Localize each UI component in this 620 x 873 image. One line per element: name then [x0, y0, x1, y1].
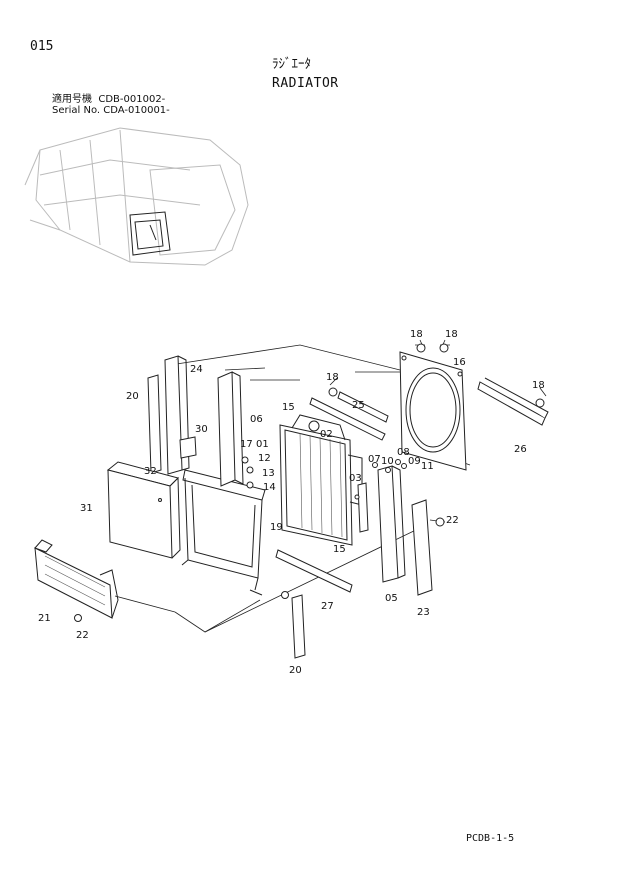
stay-06	[217, 371, 244, 487]
cover-05	[377, 465, 406, 583]
callout-27: 27	[321, 601, 334, 612]
fan-shroud	[399, 351, 467, 471]
seal-strip-25	[309, 391, 389, 441]
callout-32: 32	[144, 466, 157, 477]
callout-18: 18	[445, 329, 458, 340]
callout-10: 10	[381, 456, 394, 467]
callout-16: 16	[453, 357, 466, 368]
cover-23	[411, 499, 433, 596]
callout-15: 15	[282, 402, 295, 413]
plate-20-upper	[147, 374, 162, 474]
machine-overview-sketch	[24, 127, 249, 266]
callout-23: 23	[417, 607, 430, 618]
callout-labels: 18 18 16 18 18 24 20 25 15 06 30 01 02 1…	[38, 329, 545, 676]
callout-12: 12	[258, 453, 271, 464]
callout-25: 25	[352, 400, 365, 411]
callout-20: 20	[126, 391, 139, 402]
callout-18: 18	[532, 380, 545, 391]
serial-number-line: Serial No. CDA-010001-	[52, 105, 170, 116]
panel-31	[106, 461, 181, 559]
callout-21: 21	[38, 613, 51, 624]
stay-24	[164, 355, 190, 475]
plate-03	[357, 482, 369, 533]
callout-03: 03	[349, 473, 362, 484]
callout-15: 15	[333, 544, 346, 555]
callout-24: 24	[190, 364, 203, 375]
title-english: RADIATOR	[272, 76, 339, 91]
callout-17: 17	[240, 439, 253, 450]
radiator-core	[279, 414, 363, 546]
part-30	[179, 436, 197, 459]
callout-01: 01	[256, 439, 269, 450]
callout-26: 26	[514, 444, 527, 455]
callout-18: 18	[326, 372, 339, 383]
frame-19	[181, 469, 266, 596]
bracket-26	[477, 377, 549, 426]
callout-13: 13	[262, 468, 275, 479]
callout-07: 07	[368, 454, 381, 465]
radiator-location-highlight	[129, 211, 171, 256]
callout-09: 09	[408, 456, 421, 467]
callout-19: 19	[270, 522, 283, 533]
callout-08: 08	[397, 447, 410, 458]
callout-30: 30	[195, 424, 208, 435]
bolt-hardware	[74, 343, 545, 622]
callout-22: 22	[76, 630, 89, 641]
footer-code: PCDB-1-5	[466, 833, 515, 844]
callout-05: 05	[385, 593, 398, 604]
page-number: 015	[30, 39, 54, 54]
oil-cooler-21	[34, 539, 119, 619]
callout-18: 18	[410, 329, 423, 340]
callout-14: 14	[263, 482, 276, 493]
callout-06: 06	[250, 414, 263, 425]
bar-27	[275, 549, 353, 593]
leader-lines	[114, 339, 547, 633]
callout-02: 02	[320, 429, 333, 440]
callout-20: 20	[289, 665, 302, 676]
serial-applicable-line: 適用号機 CDB-001002-	[52, 94, 166, 105]
plate-20-lower	[291, 594, 306, 659]
callout-22: 22	[446, 515, 459, 526]
title-japanese: ﾗｼﾞｴｰﾀ	[272, 57, 311, 72]
callout-11: 11	[421, 461, 434, 472]
callout-31: 31	[80, 503, 93, 514]
